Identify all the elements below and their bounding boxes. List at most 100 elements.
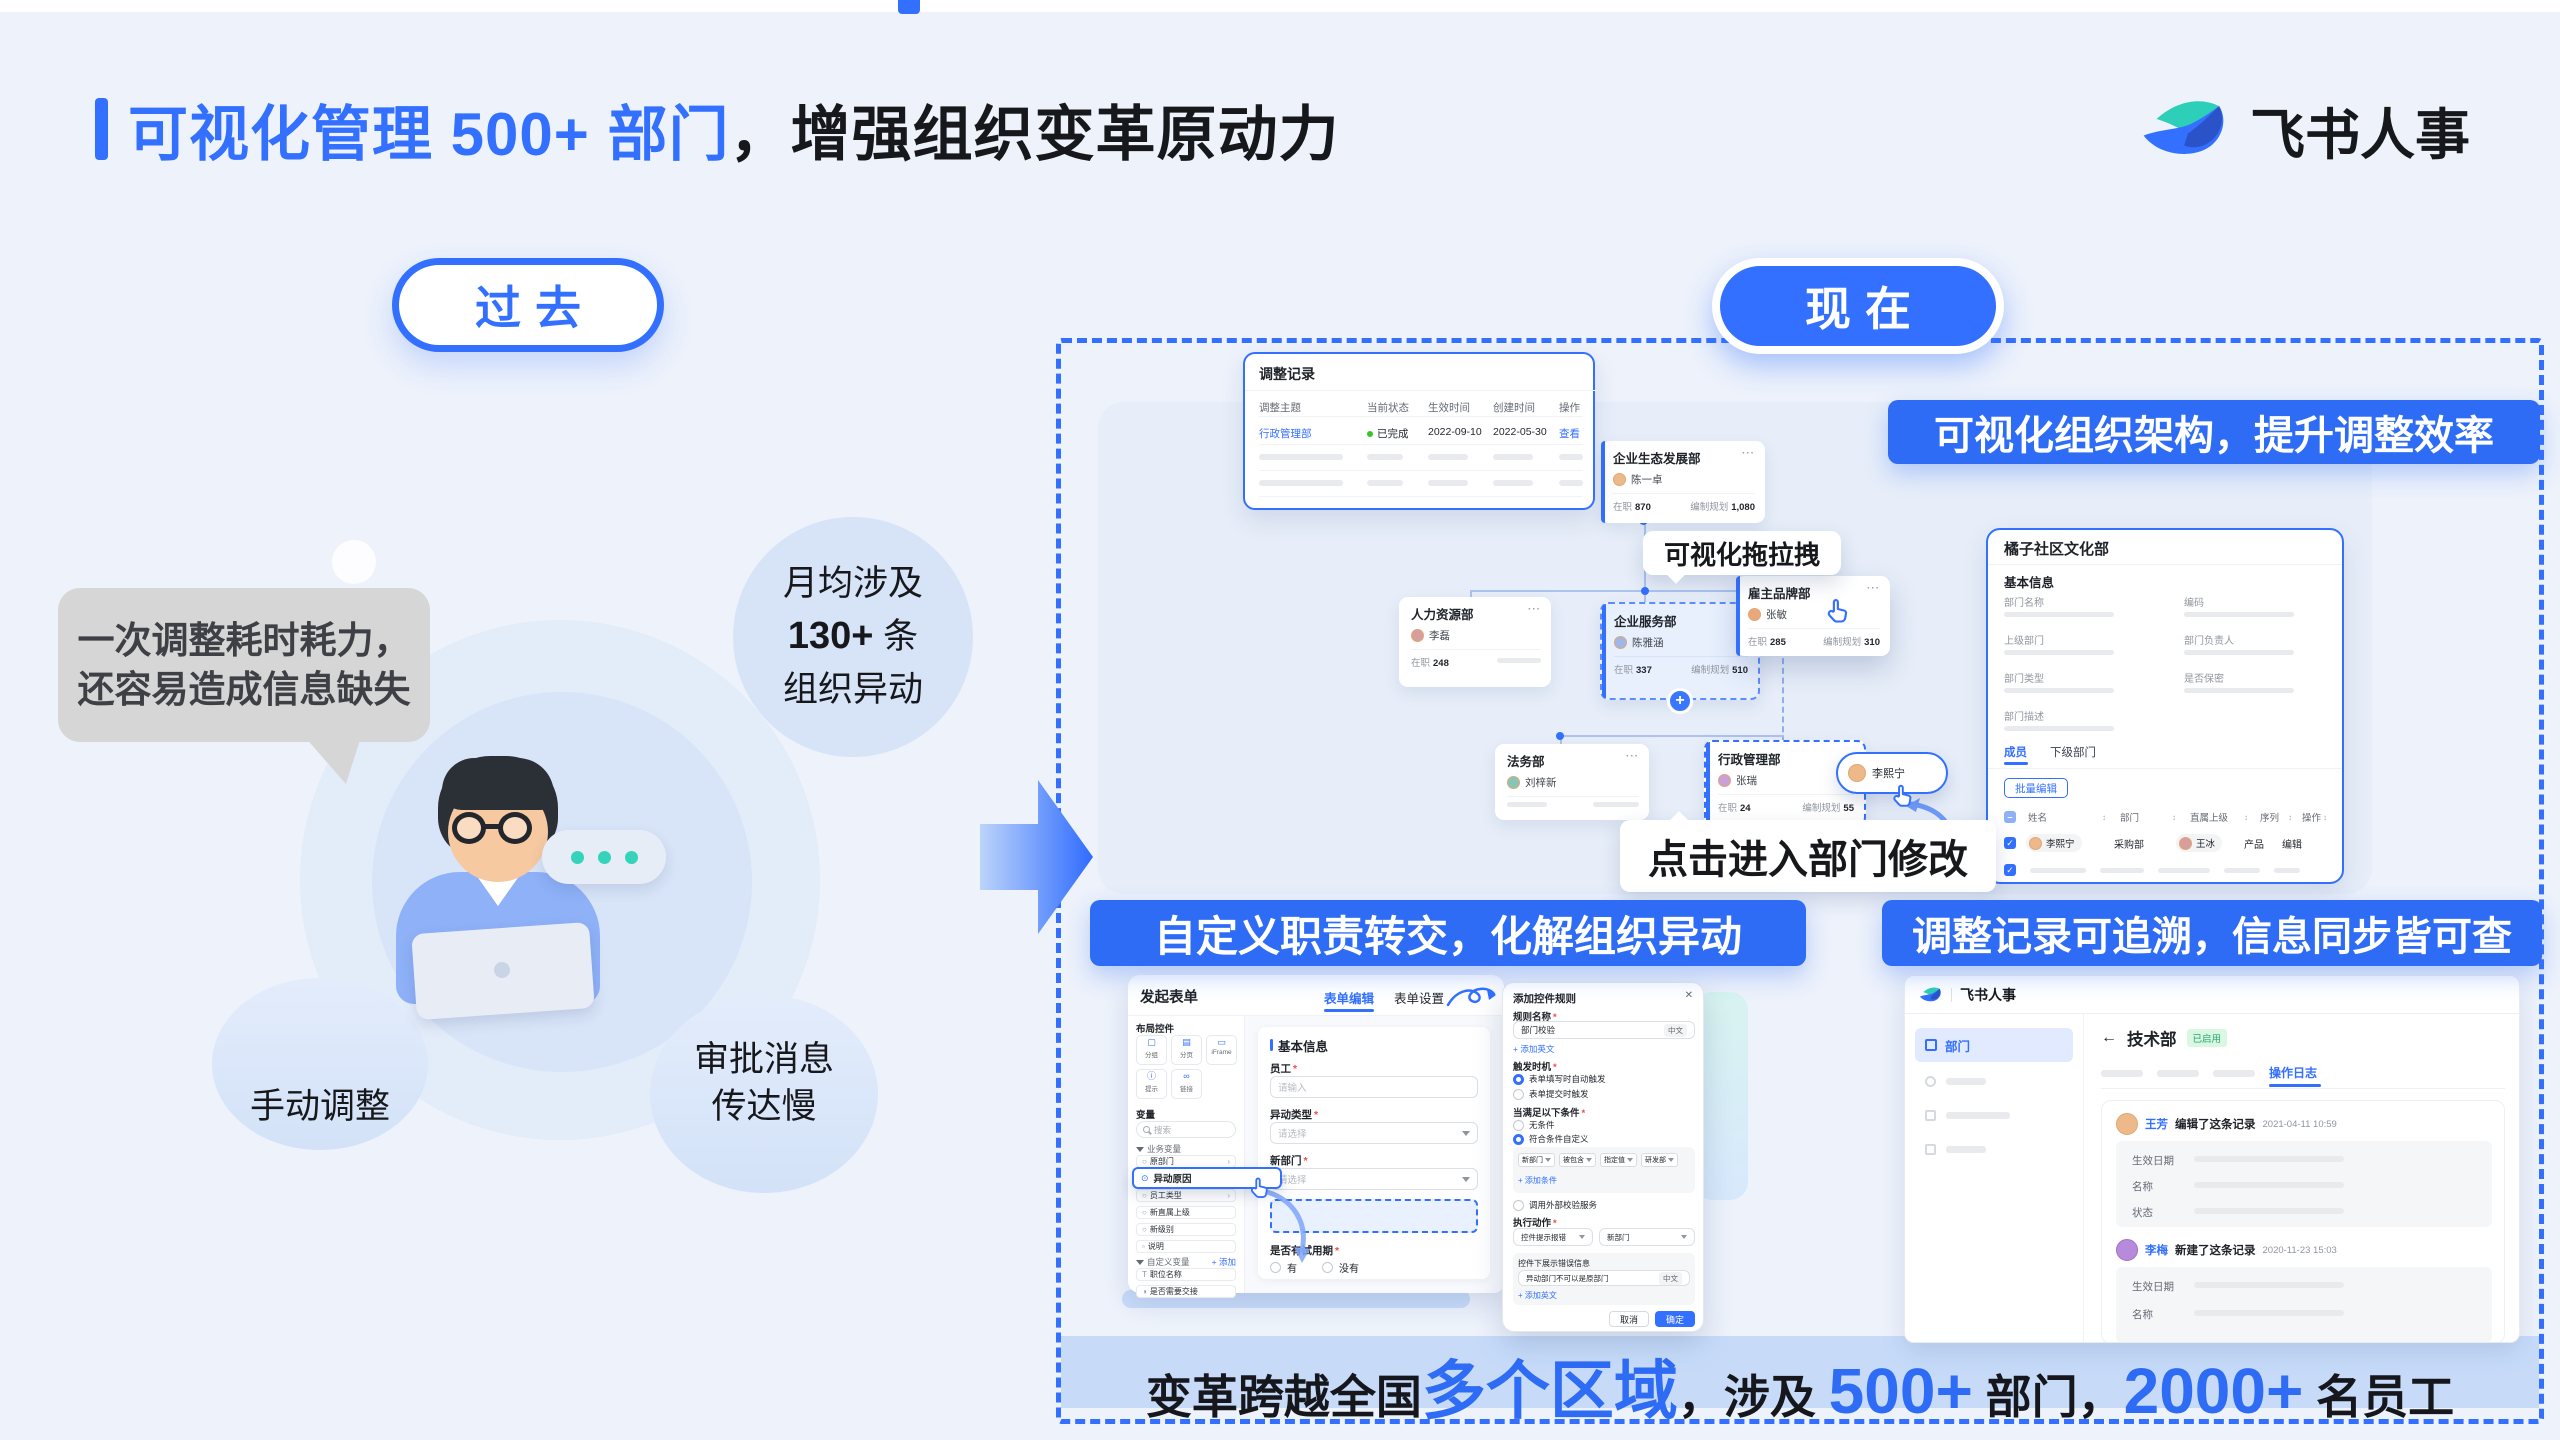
more-icon[interactable]: ··· <box>1626 751 1639 762</box>
col-name[interactable]: 姓名 <box>2028 813 2048 824</box>
back-icon[interactable]: ← <box>2101 1029 2117 1046</box>
record-view-link[interactable]: 查看 <box>1559 428 1580 440</box>
person-glasses-left <box>452 812 486 844</box>
more-icon[interactable]: ··· <box>1742 448 1755 459</box>
add-english-link[interactable]: + 添加英文 <box>1513 1044 1555 1054</box>
confirm-button[interactable]: 确定 <box>1655 1311 1695 1327</box>
cond-value-select[interactable]: 研发部 <box>1641 1153 1678 1167</box>
member-placeholder-row: ✓ <box>2004 864 2300 876</box>
tile-link[interactable]: ∞链接 <box>1171 1069 1202 1099</box>
log-records-card: 王芳 编辑了这条记录 2021-04-11 10:59 生效日期 名称 状态 李… <box>2101 1100 2505 1342</box>
tab-sub-depts[interactable]: 下级部门 <box>2050 747 2096 759</box>
type-select[interactable]: 请选择 <box>1270 1122 1478 1144</box>
avatar <box>1718 774 1731 787</box>
var-handover[interactable]: ◑是否需要交接 <box>1136 1285 1236 1298</box>
trigger-option-2[interactable]: 表单提交时触发 <box>1513 1088 1589 1100</box>
add-english-link[interactable]: + 添加英文 <box>1518 1291 1557 1300</box>
cond-field-select[interactable]: 新部门 <box>1518 1153 1555 1167</box>
banner-record-text: 调整记录可追溯，信息同步皆可查 <box>1912 915 2512 959</box>
field-dept-leader: 部门负责人 <box>2184 636 2234 647</box>
var-note[interactable]: ▫说明 <box>1136 1240 1236 1253</box>
nav-item-departments[interactable]: 部门 <box>1915 1028 2073 1062</box>
chip-label: 异动原因 <box>1153 1174 1192 1185</box>
more-icon[interactable]: ··· <box>1867 583 1880 594</box>
tab-operation-log[interactable]: 操作日志 <box>2269 1066 2318 1080</box>
member-table-header: – 姓名↕ 部门↕ 直属上级↕ 序列↕ 操作↕ <box>2004 810 2327 824</box>
error-message-input[interactable]: 异动部门不可以是原部门中文 <box>1518 1270 1690 1286</box>
org-card-name: 人力资源部 <box>1411 608 1474 622</box>
tile-iframe[interactable]: ▭iFrame <box>1206 1035 1237 1065</box>
departments-icon <box>1925 1039 1937 1051</box>
org-card-owner: 刘梓新 <box>1525 777 1557 789</box>
action-target-select[interactable]: 新部门 <box>1599 1228 1695 1246</box>
typing-dot <box>624 850 638 864</box>
field-label: 名称 <box>2132 1181 2153 1193</box>
log-user[interactable]: 王芳 <box>2145 1119 2168 1131</box>
col-seq[interactable]: 序列 <box>2260 813 2280 824</box>
row-checkbox[interactable]: ✓ <box>2004 864 2016 876</box>
cancel-button[interactable]: 取消 <box>1609 1311 1649 1327</box>
log-user[interactable]: 李梅 <box>2145 1245 2168 1257</box>
stat-line3: 组织异动 <box>782 669 923 709</box>
col-dept[interactable]: 部门 <box>2120 813 2140 824</box>
divider <box>1259 444 1583 445</box>
tile-group[interactable]: ▢分组 <box>1136 1035 1167 1065</box>
condition-none[interactable]: 无条件 <box>1513 1119 1555 1131</box>
trial-radio-no[interactable]: 没有 <box>1322 1260 1359 1275</box>
cond-op-select[interactable]: 被包含 <box>1559 1153 1596 1167</box>
group-custom-vars[interactable]: 自定义变量+ 添加 <box>1136 1256 1236 1268</box>
row-checkbox[interactable]: ✓ <box>2004 837 2016 849</box>
record-effective: 2022-09-10 <box>1428 426 1482 438</box>
add-variable-link[interactable]: + 添加 <box>1211 1257 1236 1267</box>
variable-search-input[interactable]: 搜索 <box>1136 1121 1236 1138</box>
record-subject-link[interactable]: 行政管理部 <box>1259 428 1312 440</box>
var-emp-type[interactable]: ○员工类型› <box>1136 1189 1236 1202</box>
feishu-logo-icon <box>2140 92 2232 168</box>
select-all-checkbox[interactable]: – <box>2004 811 2016 823</box>
dragged-variable-chip[interactable]: ⊙ 异动原因 <box>1132 1167 1282 1189</box>
footer-text: 变革跨越全国 <box>1145 1371 1422 1423</box>
bulk-edit-button[interactable]: 批量编辑 <box>2004 778 2068 798</box>
member-row: ✓ 李熙宁 采购部 王冰 产品 编辑 <box>2004 834 2302 852</box>
trial-radio-yes[interactable]: 有 <box>1270 1260 1297 1275</box>
member-drag-chip[interactable]: 李熙宁 <box>1836 752 1948 794</box>
tab-form-settings[interactable]: 表单设置 <box>1394 992 1445 1006</box>
col-action[interactable]: 操作 <box>2302 813 2322 824</box>
add-subdept-button[interactable]: + <box>1667 688 1693 714</box>
add-condition-link[interactable]: + 添加条件 <box>1518 1176 1557 1185</box>
manual-label: 手动调整 <box>249 1087 390 1126</box>
cond-value-type-select[interactable]: 指定值 <box>1600 1153 1637 1167</box>
field-label: 生效日期 <box>2132 1281 2174 1293</box>
group-business-vars[interactable]: 业务变量 <box>1136 1143 1181 1155</box>
tab-members[interactable]: 成员 <box>2004 747 2027 759</box>
more-icon[interactable]: ··· <box>1528 604 1541 615</box>
var-new-level[interactable]: ○新级别 <box>1136 1223 1236 1236</box>
action-type-select[interactable]: 控件提示报错 <box>1513 1228 1593 1246</box>
employee-input[interactable]: 请输入 <box>1270 1076 1478 1098</box>
drag-cursor-icon <box>1822 596 1852 626</box>
tile-page[interactable]: ▤分页 <box>1171 1035 1202 1065</box>
org-card-legal[interactable]: 法务部··· 刘梓新 <box>1495 744 1649 820</box>
avatar <box>1613 473 1626 486</box>
records-title: 调整记录 <box>1259 366 1315 382</box>
rule-name-input[interactable]: 部门校验中文 <box>1513 1021 1695 1039</box>
col-leader[interactable]: 直属上级 <box>2190 813 2229 824</box>
approval-circle <box>650 995 878 1193</box>
var-new-leader[interactable]: ○新直属上级 <box>1136 1206 1236 1219</box>
close-icon[interactable]: ✕ <box>1684 990 1693 1001</box>
row-checkbox[interactable]: ✓ <box>2004 882 2016 884</box>
radio-icon <box>1513 1199 1524 1211</box>
tab-form-edit[interactable]: 表单编辑 <box>1324 992 1375 1006</box>
condition-external[interactable]: 调用外部校验服务 <box>1513 1199 1597 1211</box>
member-edit-link[interactable]: 编辑 <box>2282 839 2302 851</box>
page-title: 可视化管理 500+ 部门，增强组织变革原动力 <box>128 86 1340 173</box>
tab-placeholder <box>2213 1070 2255 1077</box>
form-canvas-card: 基本信息 员工* 请输入 异动类型* 请选择 新部门* 请选择 是否有试用期* … <box>1258 1027 1490 1279</box>
condition-custom[interactable]: 符合条件自定义 <box>1513 1133 1589 1145</box>
trigger-option-1[interactable]: 表单填写时自动触发 <box>1513 1073 1606 1085</box>
